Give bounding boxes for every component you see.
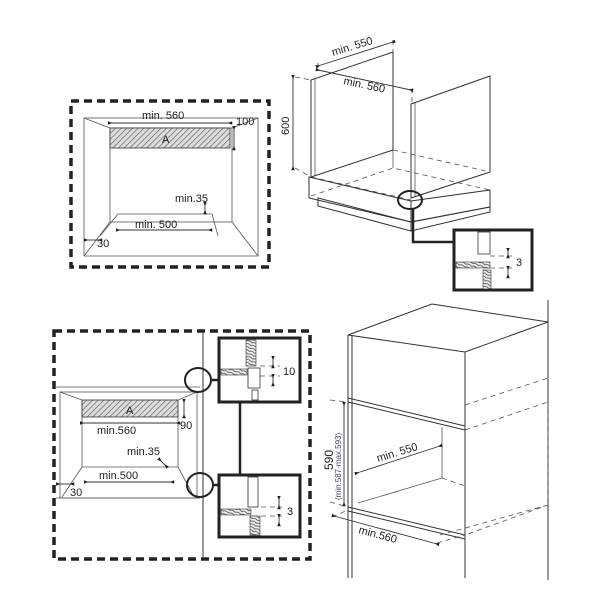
- callout-connector: [411, 209, 455, 244]
- bottom-callout-circle: [186, 472, 214, 498]
- depth-label: min.500: [99, 470, 138, 482]
- top-left-niche-panel: A min. 560 100 min. 500 min.35 30: [69, 99, 271, 269]
- opening-top-edge: [347, 401, 466, 431]
- dashed-frame: [52, 329, 312, 561]
- depth-dimension: [315, 39, 396, 69]
- width-label: min.560: [97, 425, 136, 437]
- height-label: 100: [236, 116, 254, 128]
- gap-dimension: [157, 457, 169, 469]
- opening-back: [357, 427, 443, 504]
- top-right-base-cabinet: min. 550 min. 560 600 3: [280, 35, 534, 292]
- zone-a-strip: [81, 399, 179, 418]
- side-label: 30: [97, 238, 109, 250]
- perspective-lines: [59, 391, 198, 498]
- top-gap-detail-box: 10: [217, 336, 302, 404]
- height-range-label: (min.587-max.593): [334, 433, 343, 500]
- zone-a-label: A: [162, 134, 170, 146]
- width-label: min. 560: [142, 110, 184, 122]
- detail-callout-circle: [397, 190, 423, 210]
- detail-gap-label: 3: [516, 257, 522, 269]
- gap-detail-box: 3: [452, 228, 534, 292]
- detail-bottom-gap-label: 3: [287, 506, 293, 518]
- height-label: 590: [322, 450, 336, 470]
- top-callout-circle: [184, 367, 212, 393]
- depth-dimension: [354, 443, 443, 476]
- floor-slot: [99, 213, 219, 237]
- gap-label: min.35: [127, 446, 160, 458]
- cabinet-outline: [83, 117, 259, 257]
- dashed-frame: [69, 99, 271, 269]
- perspective-lines: [83, 117, 259, 257]
- width-dimension: [331, 513, 440, 547]
- cabinet-top: [347, 303, 549, 353]
- niche-outline: [59, 391, 198, 499]
- plinth-side: [410, 189, 491, 223]
- gap-label: min.35: [175, 193, 208, 205]
- width-label: min. 560: [342, 75, 386, 96]
- depth-label: min. 500: [135, 219, 177, 231]
- bottom-gap-detail-box: 3: [217, 473, 302, 539]
- height-label: 90: [180, 420, 192, 432]
- hidden-lines: [439, 377, 549, 536]
- width-dimension: [315, 67, 414, 93]
- side-label: 30: [70, 487, 82, 499]
- right-side-panel: [410, 75, 491, 199]
- depth-label: min. 550: [375, 441, 419, 465]
- hidden-lines: [310, 149, 491, 201]
- bottom-right-tall-cabinet: 590 (min.587-max.593) min. 550 min.560: [322, 300, 549, 580]
- bottom-left-niche-panel: A min.560 90 min.35 min.500 30 10: [52, 329, 312, 561]
- height-label: 600: [280, 117, 292, 135]
- detail-top-gap-label: 10: [283, 366, 295, 378]
- zone-a-label: A: [126, 405, 134, 417]
- zone-a-strip: [109, 127, 231, 149]
